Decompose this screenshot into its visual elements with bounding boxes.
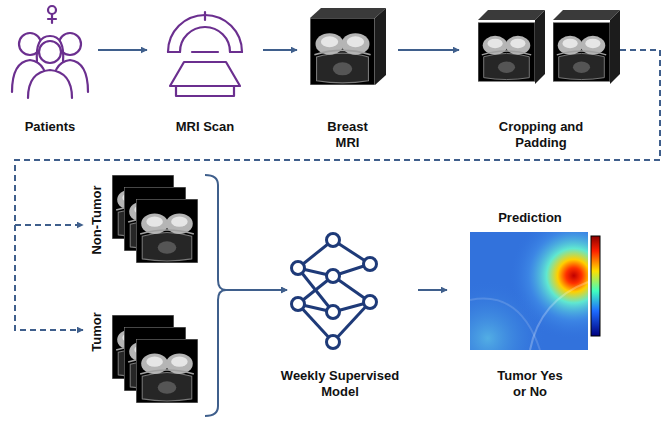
group-label: Non-Tumor [89,185,105,254]
cropped-volume-cubes-part [553,10,620,20]
tumor-slices [112,315,198,403]
prediction-heatmap [470,232,588,350]
node-label: Weekly Supervised Model [267,368,413,400]
mri-volume-cube [310,8,386,85]
tumor-slices-node: Tumor [84,308,205,420]
model-node: Weekly Supervised Model [265,225,415,402]
neural-network-icon-part [364,296,377,309]
mri-scanner-icon-part [168,51,180,53]
neural-network-icon-part [364,258,377,271]
cropped-volume-cubes-part [535,10,545,84]
patients-icon-part [48,18,56,20]
node-label: Patients [5,119,95,135]
breast-mri-node: Breast MRI [300,5,395,155]
node-label: Tumor Yes or No [497,368,563,400]
patients-node: Patients [5,5,95,140]
color-bar-part [591,236,600,336]
mri-scanner-icon-part [170,62,240,86]
node-label: Prediction [455,210,605,226]
mri-volume-cube-part [310,18,375,85]
neural-network-icon-part [327,270,340,283]
neural-network-icon [292,234,377,349]
arrow-connector [263,49,297,51]
arrow-connector [398,49,459,51]
patients-icon-part [28,70,72,98]
cropped-volume-cubes-part [478,23,535,82]
arrow-connector [205,290,287,416]
mri-scanner-icon-part [204,12,206,20]
cropping-node: Cropping and Padding [462,5,620,155]
dashed-connector [15,50,660,330]
mri-scanner-icon-part [180,27,230,52]
cropped-volume-cubes-part [610,10,620,84]
prediction-heatmap-part [470,232,588,350]
arrow-connector [98,49,147,51]
mri-volume-cube-part [310,8,386,18]
color-bar [591,236,600,336]
neural-network-icon-part [292,262,305,275]
patients-icon [12,6,88,98]
prediction-heatmap-part [470,232,588,350]
non-tumor-slices-part [136,199,198,263]
group-label: Tumor [89,312,105,351]
non-tumor-slices-node: Non-Tumor [84,170,205,280]
non-tumor-slices [112,175,198,263]
neural-network-icon-part [327,234,340,247]
arrow-connector [418,289,447,291]
prediction-heatmap-part [530,282,588,350]
mri-scan-node: MRI Scan [150,5,260,140]
cropped-volume-cubes-part [478,10,545,20]
patients-icon-part [48,6,56,14]
dashed-connector [15,50,660,225]
cropped-volume-cubes [478,10,620,84]
patients-icon-part [37,36,63,62]
neural-network-icon-part [298,240,370,342]
mri-scanner-icon-part [192,51,218,53]
neural-network-icon-part [327,336,340,349]
mri-volume-cube-part [375,8,386,85]
neural-network-icon-part [292,298,305,311]
patients-icon-part [39,41,61,63]
prediction-heatmap-part [470,232,588,350]
node-label: MRI Scan [150,119,260,135]
cropped-volume-cubes-part [553,23,610,82]
node-label: Breast MRI [320,119,376,151]
mri-scanner-icon-part [176,86,234,96]
neural-network-icon-part [327,306,340,319]
prediction-heatmap-part [470,299,540,350]
mri-scanner-icon [168,12,242,96]
tumor-slices-part [136,339,198,403]
mri-scanner-icon-part [230,51,242,53]
arrow-connector [205,175,287,290]
prediction-node: PredictionTumor Yes or No [450,208,610,402]
node-label: Cropping and Padding [491,119,591,151]
